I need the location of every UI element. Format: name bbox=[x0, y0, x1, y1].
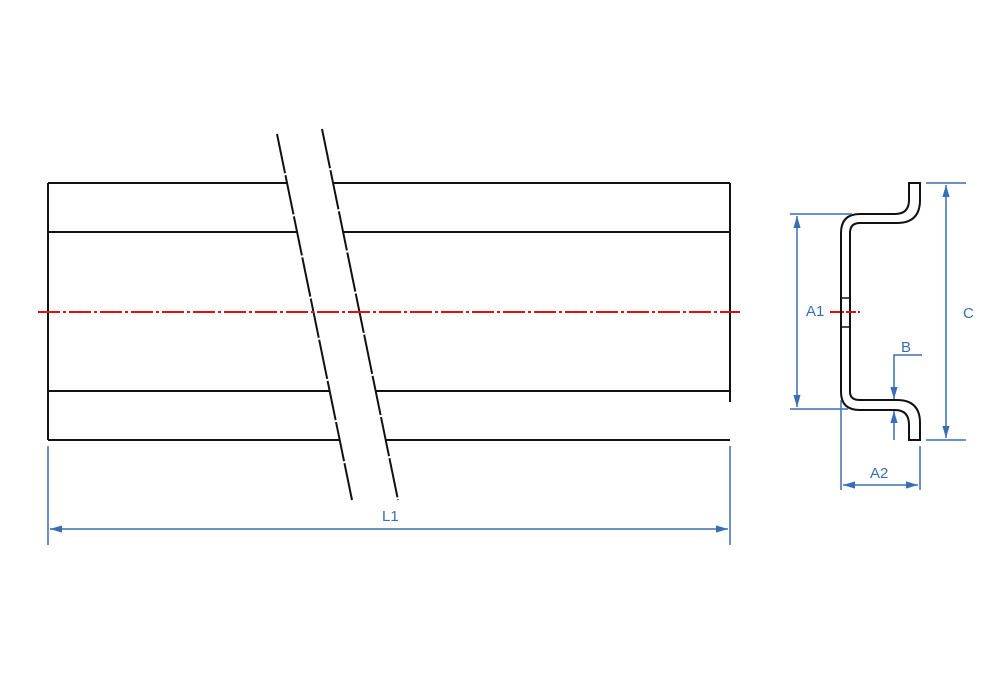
dimension-l1 bbox=[47, 446, 731, 545]
rail-side-view bbox=[47, 128, 731, 501]
label-l1: L1 bbox=[382, 508, 399, 525]
break-line-right bbox=[321, 128, 399, 501]
label-a2: A2 bbox=[870, 465, 888, 482]
dimension-lines-profile bbox=[790, 182, 966, 490]
rail-profile bbox=[840, 182, 921, 441]
label-c: C bbox=[963, 305, 974, 322]
label-a1: A1 bbox=[806, 303, 824, 320]
break-line-left bbox=[276, 133, 353, 501]
label-b: B bbox=[901, 339, 911, 356]
